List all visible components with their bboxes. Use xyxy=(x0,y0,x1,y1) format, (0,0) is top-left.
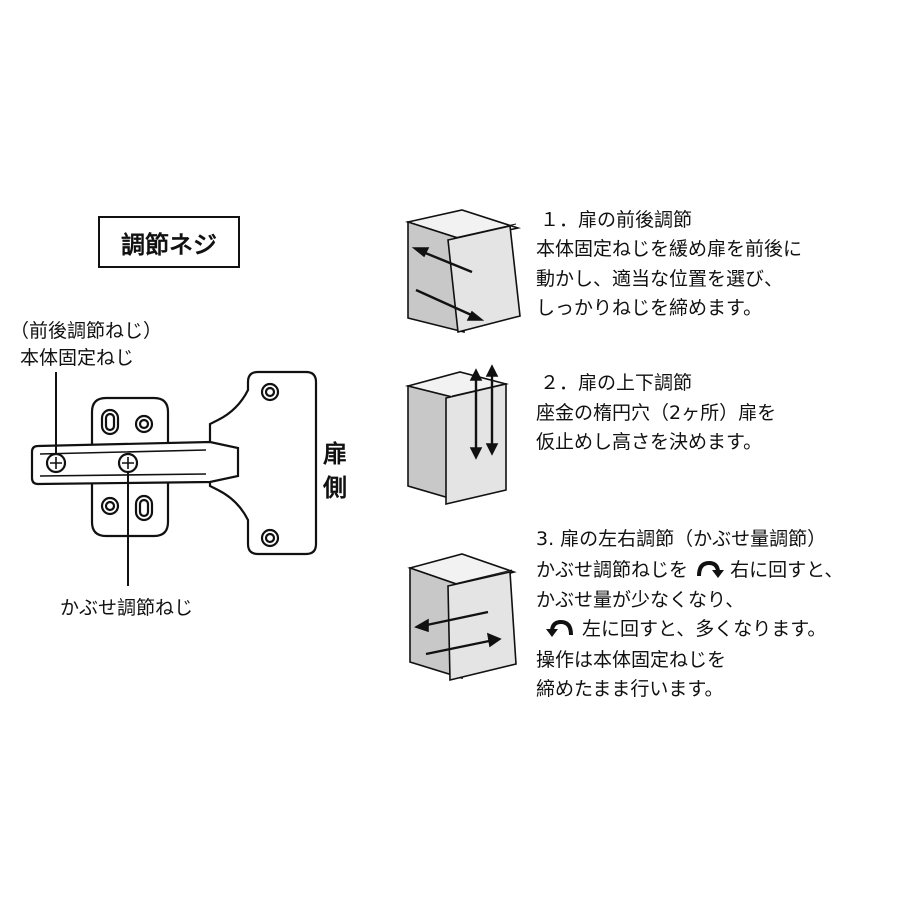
step1-line-2: 本体固定ねじを緩め扉を前後に xyxy=(536,238,803,260)
arm-edge-lines xyxy=(39,449,207,477)
step1-panel-illustration xyxy=(404,209,522,334)
base-slot-bottom-inner xyxy=(138,498,150,518)
hinge-illustration xyxy=(30,370,318,556)
base-screw-lower-inner xyxy=(104,500,116,512)
step3-line-6: 締めたまま行います。 xyxy=(536,678,724,700)
adjustment-screw-title: 調節ネジ xyxy=(98,216,240,268)
step2-line-1: ２．扉の上下調節 xyxy=(540,372,693,394)
step3-line-1: 3. 扉の左右調節（かぶせ量調節） xyxy=(536,528,827,550)
clockwise-rotation-icon xyxy=(697,560,725,578)
front-back-screw-label: （前後調節ねじ） xyxy=(10,320,163,342)
step1-arrowhead-back xyxy=(411,247,430,258)
door-side-char-1: 扉 xyxy=(323,440,347,468)
door-side-plate xyxy=(208,370,318,556)
cover-adjust-screw-cross xyxy=(122,457,134,469)
plate-screw-bottom-inner xyxy=(264,532,276,544)
step2-line-2: 座金の楕円穴（2ヶ所）扉を xyxy=(536,402,777,424)
leader-lines xyxy=(55,372,129,586)
step1-line-1: １．扉の前後調節 xyxy=(540,209,693,231)
step3-line-2: かぶせ調節ねじを 右に回すと、 xyxy=(536,558,843,582)
step2-arrowhead-left-up xyxy=(469,368,483,381)
step2-arrowhead-right-up xyxy=(485,364,499,377)
step1-arrow-back xyxy=(417,248,473,274)
step3-arrow-left xyxy=(421,610,489,628)
step2-edge-line xyxy=(451,383,505,397)
step1-arrow-front xyxy=(415,288,479,320)
step3-panel-front xyxy=(447,571,517,682)
step3-line-2-before: かぶせ調節ねじを xyxy=(536,559,689,581)
step3-arrowhead-right xyxy=(486,632,502,648)
step3-panel-illustration xyxy=(407,553,517,682)
step2-arrowhead-right-down xyxy=(485,443,499,456)
cover-screw-label: かぶせ調節ねじ xyxy=(60,597,194,619)
door-side-char-2: 側 xyxy=(323,474,347,502)
plate-screw-top-inner xyxy=(264,386,276,398)
step3-line-2-after: 右に回すと、 xyxy=(730,559,844,581)
step3-arrow-right xyxy=(425,638,495,656)
step2-panel-illustration xyxy=(404,364,510,506)
counterclockwise-rotation-icon xyxy=(546,619,573,637)
step3-line-5: 操作は本体固定ねじを xyxy=(536,649,727,671)
base-slot-top-inner xyxy=(104,412,116,432)
front-back-screw-cross xyxy=(50,457,62,469)
step3-arrowhead-left xyxy=(414,618,429,633)
step1-line-3: 動かし、適当な位置を選び、 xyxy=(536,268,784,290)
step3-line-4-after: 左に回すと、多くなります。 xyxy=(582,618,827,640)
step1-arrowhead-front xyxy=(466,310,485,321)
step3-edge-line xyxy=(453,569,513,585)
step2-arrowhead-left-down xyxy=(469,447,483,460)
step1-edge-line xyxy=(453,223,517,239)
body-fixing-screw-label: 本体固定ねじ xyxy=(20,347,135,369)
step3-line-4: 左に回すと、多くなります。 xyxy=(546,617,826,641)
step2-line-3: 仮止めし高さを決めます。 xyxy=(536,431,763,453)
base-screw-upper-inner xyxy=(138,418,150,430)
step1-line-4: しっかりねじを締めます。 xyxy=(536,297,763,319)
step1-panel-front xyxy=(447,225,521,334)
step3-line-3: かぶせ量が少なくなり、 xyxy=(536,589,745,611)
